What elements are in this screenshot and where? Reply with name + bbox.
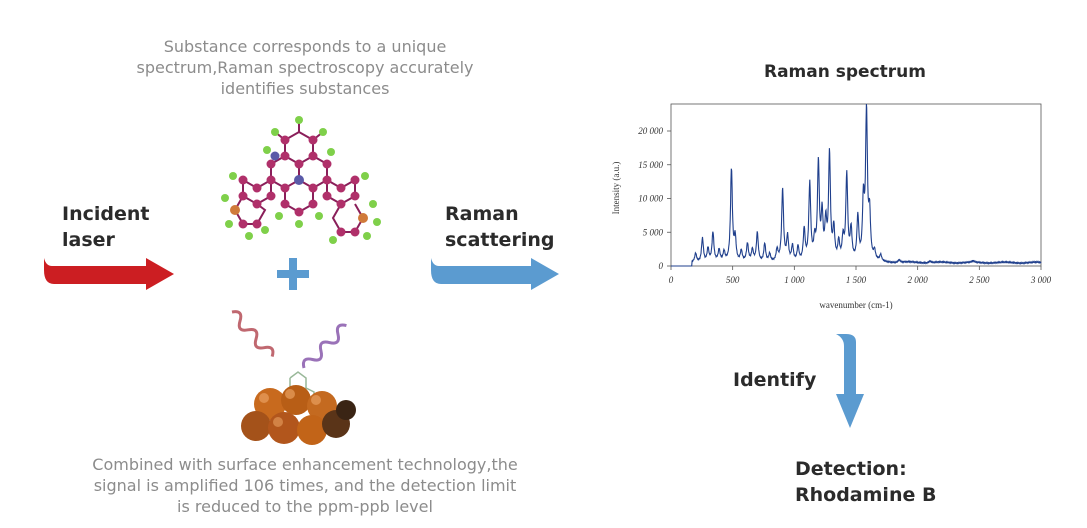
- bottom-caption-line: is reduced to the ppm-ppb level: [177, 497, 433, 516]
- bottom-caption: Combined with surface enhancement techno…: [60, 454, 550, 517]
- top-caption-line: spectrum,Raman spectroscopy accurately: [136, 58, 474, 77]
- incident-laser-arrow: [44, 258, 174, 290]
- identify-label: Identify: [733, 369, 817, 391]
- detection-heading: Detection:: [795, 458, 907, 480]
- x-axis-label: wavenumber (cm-1): [819, 300, 892, 310]
- x-tick-label: 3 000: [1030, 275, 1052, 285]
- rhodamine-molecule-image: [221, 116, 381, 244]
- y-tick-label: 20 000: [638, 126, 663, 136]
- detection-substance: Rhodamine B: [795, 484, 937, 506]
- raman-scattering-line: scattering: [445, 229, 555, 251]
- bottom-caption-line: signal is amplified 106 times, and the d…: [93, 476, 517, 495]
- x-tick-label: 500: [726, 275, 740, 285]
- top-caption: Substance corresponds to a unique spectr…: [90, 36, 520, 99]
- x-tick-label: 0: [669, 275, 674, 285]
- spectrum-line: [671, 103, 1042, 267]
- x-tick-label: 1 500: [846, 275, 867, 285]
- incident-laser-line: laser: [62, 229, 115, 251]
- y-tick-label: 5 000: [643, 227, 664, 237]
- top-caption-line: Substance corresponds to a unique: [163, 37, 447, 56]
- sers-nanoparticle-image: [231, 310, 356, 445]
- incident-laser-label: Incident laser: [62, 201, 149, 253]
- identify-arrow: [836, 334, 864, 428]
- raman-spectrum-chart: Intensity (a.u.) wavenumber (cm-1) 0 500 1…: [611, 103, 1052, 310]
- x-tick-label: 2 000: [908, 275, 929, 285]
- raman-scattering-line: Raman: [445, 203, 519, 225]
- plus-icon: [277, 258, 309, 290]
- y-tick-label: 10 000: [638, 194, 663, 204]
- bottom-caption-line: Combined with surface enhancement techno…: [92, 455, 518, 474]
- incident-laser-line: Incident: [62, 203, 150, 225]
- x-tick-label: 2 500: [969, 275, 990, 285]
- detection-result: Detection: Rhodamine B: [795, 456, 936, 508]
- raman-scattering-arrow: [431, 258, 559, 290]
- raman-scattering-label: Raman scattering: [445, 201, 554, 253]
- chart-title: Raman spectrum: [764, 62, 926, 82]
- x-tick-label: 1 000: [784, 275, 805, 285]
- y-axis-label: Intensity (a.u.): [611, 162, 621, 215]
- y-tick-label: 0: [659, 261, 664, 271]
- top-caption-line: identifies substances: [220, 79, 390, 98]
- y-tick-label: 15 000: [638, 160, 663, 170]
